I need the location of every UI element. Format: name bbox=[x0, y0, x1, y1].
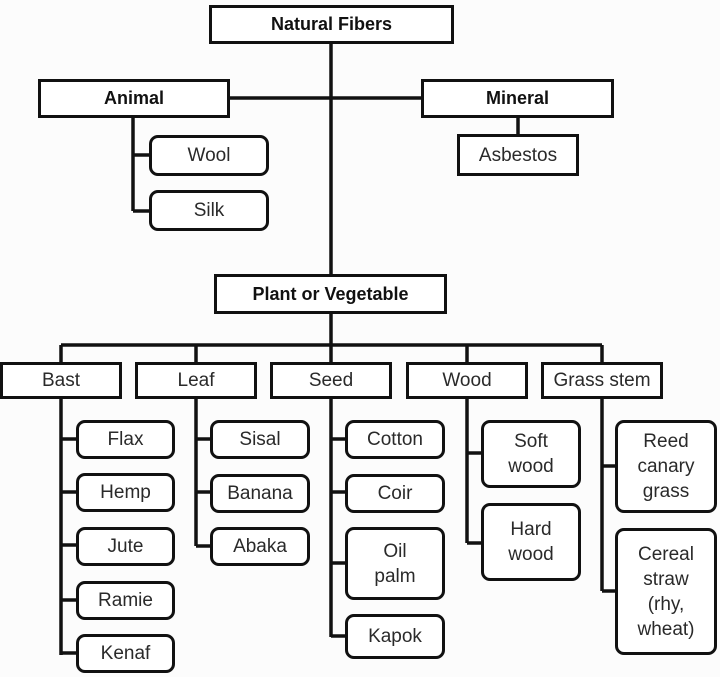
node-label: Kenaf bbox=[100, 643, 151, 664]
node-abaka: Abaka bbox=[210, 527, 310, 566]
node-leaf: Leaf bbox=[135, 362, 257, 399]
node-mineral: Mineral bbox=[421, 79, 614, 118]
node-cereal-straw: Cereal straw (rhy, wheat) bbox=[615, 528, 717, 655]
node-banana: Banana bbox=[210, 474, 310, 513]
node-sisal: Sisal bbox=[210, 420, 310, 459]
node-label: Grass stem bbox=[553, 370, 651, 391]
node-label-line: (rhy, bbox=[647, 593, 685, 615]
node-label: Mineral bbox=[485, 88, 550, 108]
wood-children-connector bbox=[465, 395, 483, 545]
node-natural-fibers: Natural Fibers bbox=[209, 5, 454, 44]
node-label-line: grass bbox=[642, 481, 690, 502]
node-label: Animal bbox=[103, 88, 164, 108]
node-label: Cotton bbox=[367, 429, 423, 450]
node-label: Leaf bbox=[177, 370, 215, 391]
node-ramie: Ramie bbox=[76, 581, 175, 620]
node-oil-palm: Oil palm bbox=[345, 527, 445, 600]
node-label: Jute bbox=[107, 536, 144, 557]
node-label: Bast bbox=[41, 370, 81, 391]
node-label: Wool bbox=[187, 145, 231, 166]
node-wood: Wood bbox=[406, 362, 528, 399]
node-label: Wood bbox=[442, 370, 492, 391]
node-flax: Flax bbox=[76, 420, 175, 459]
node-grass-stem: Grass stem bbox=[541, 362, 663, 399]
node-label: Banana bbox=[227, 483, 293, 504]
node-label: Hemp bbox=[100, 482, 151, 503]
node-wool: Wool bbox=[149, 135, 269, 176]
node-hemp: Hemp bbox=[76, 473, 175, 512]
node-label: Silk bbox=[193, 200, 225, 221]
node-bast: Bast bbox=[0, 362, 122, 399]
node-label: Flax bbox=[107, 429, 144, 450]
node-coir: Coir bbox=[345, 474, 445, 513]
node-soft-wood: Soft wood bbox=[481, 420, 581, 488]
node-label-line: Reed bbox=[643, 431, 689, 452]
leaf-children-connector bbox=[194, 395, 212, 548]
grass-children-connector bbox=[600, 395, 617, 593]
node-silk: Silk bbox=[149, 190, 269, 231]
node-label: Seed bbox=[308, 370, 354, 391]
node-label-line: canary bbox=[637, 456, 695, 477]
node-kapok: Kapok bbox=[345, 614, 445, 659]
seed-children-connector bbox=[329, 395, 347, 638]
node-cotton: Cotton bbox=[345, 420, 445, 459]
node-jute: Jute bbox=[76, 527, 175, 566]
node-label-line: Oil bbox=[383, 540, 407, 562]
node-label: Kapok bbox=[368, 626, 422, 647]
node-plant-or-vegetable: Plant or Vegetable bbox=[214, 274, 447, 314]
node-label-line: palm bbox=[374, 565, 416, 587]
node-label-line: straw bbox=[643, 568, 689, 590]
node-hard-wood: Hard wood bbox=[481, 503, 581, 581]
node-label-line: Soft bbox=[514, 431, 548, 452]
node-label: Natural Fibers bbox=[270, 14, 393, 34]
node-label: Coir bbox=[377, 483, 413, 504]
node-label-line: Cereal bbox=[638, 543, 694, 565]
bast-children-connector bbox=[59, 395, 78, 655]
node-label: Asbestos bbox=[478, 144, 558, 166]
node-animal: Animal bbox=[38, 79, 230, 118]
node-reed-canary-grass: Reed canary grass bbox=[615, 420, 717, 513]
node-label: Sisal bbox=[239, 429, 281, 450]
node-label: Abaka bbox=[233, 536, 287, 557]
node-label-line: wood bbox=[508, 544, 554, 565]
animal-children-connector bbox=[131, 116, 151, 213]
plant-groups-connector bbox=[59, 313, 604, 364]
node-label-line: wood bbox=[508, 456, 554, 477]
node-label: Ramie bbox=[98, 590, 153, 611]
node-kenaf: Kenaf bbox=[76, 634, 175, 673]
node-label-line: wheat) bbox=[637, 618, 695, 640]
node-asbestos: Asbestos bbox=[457, 134, 579, 176]
node-label: Plant or Vegetable bbox=[252, 283, 409, 304]
node-seed: Seed bbox=[270, 362, 392, 399]
node-label-line: Hard bbox=[510, 519, 552, 540]
